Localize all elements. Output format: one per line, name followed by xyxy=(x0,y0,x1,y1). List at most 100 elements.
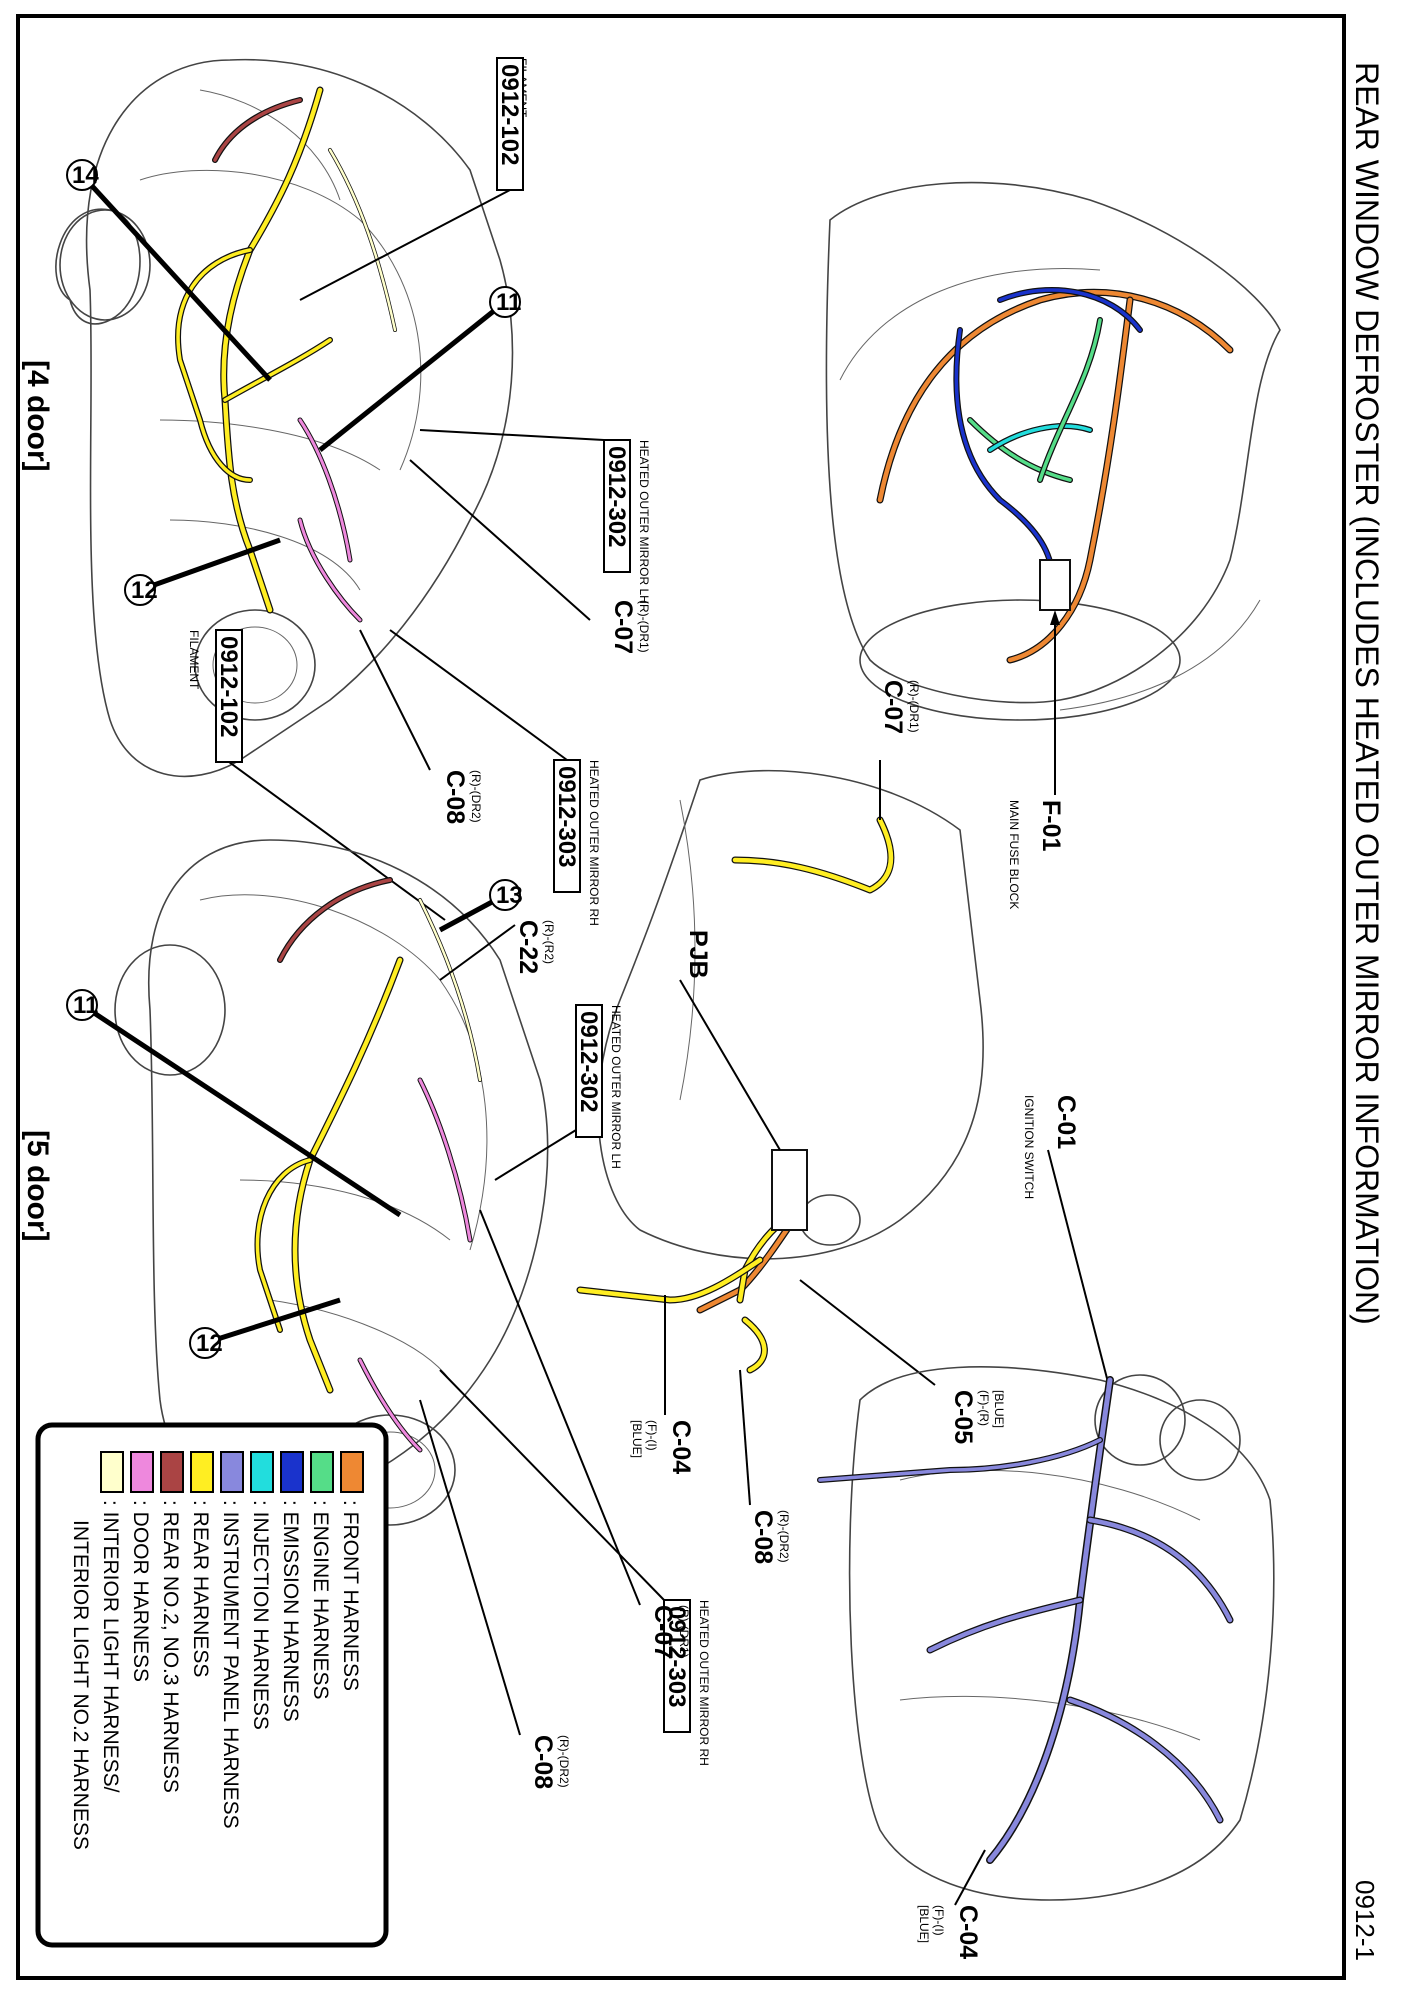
rear-harness-5door xyxy=(254,877,482,1453)
ground-point-13: 13 xyxy=(438,879,523,933)
callout-5d-mirror-rh: HEATED OUTER MIRROR RH 0912-303 xyxy=(439,1369,711,1766)
connector-c04-right: C-04 (F)-(I) [BLUE] xyxy=(917,1849,986,1959)
legend-label: : FRONT HARNESS xyxy=(339,1500,362,1691)
connector-c01: C-01 IGNITION SWITCH xyxy=(1022,1095,1111,1391)
svg-text:HEATED OUTER MIRROR RH: HEATED OUTER MIRROR RH xyxy=(587,760,601,926)
instrument-panel-harness xyxy=(817,1376,1234,1864)
svg-text:C-08: C-08 xyxy=(749,1510,777,1564)
legend-swatch xyxy=(340,1451,364,1493)
svg-text:FILAMENT: FILAMENT xyxy=(187,630,201,690)
harness-color-legend: : FRONT HARNESS : ENGINE HARNESS : EMISSIO… xyxy=(35,1422,389,1948)
svg-text:13: 13 xyxy=(496,882,523,909)
svg-text:0912-302: 0912-302 xyxy=(603,446,630,547)
svg-text:0912-303: 0912-303 xyxy=(553,766,580,867)
callout-4d-mirror-lh: HEATED OUTER MIRROR LH 0912-302 xyxy=(419,429,651,604)
svg-text:12: 12 xyxy=(196,1330,223,1357)
car-5door xyxy=(114,839,549,1526)
svg-text:(F)-(R): (F)-(R) xyxy=(977,1390,991,1426)
connector-c22: (R)-(R2) C-22 xyxy=(439,920,556,981)
legend-swatch xyxy=(130,1451,154,1493)
view-label-4door: [4 door] xyxy=(21,360,54,472)
connector-c07-5door: (R)-(DR1) C-07 xyxy=(479,1209,691,1659)
svg-text:C-07: C-07 xyxy=(879,680,907,734)
svg-text:IGNITION SWITCH: IGNITION SWITCH xyxy=(1022,1095,1036,1199)
page-title: REAR WINDOW DEFROSTER (INCLUDES HEATED O… xyxy=(1349,62,1385,1325)
svg-text:12: 12 xyxy=(131,577,158,604)
svg-text:(R)-(DR2): (R)-(DR2) xyxy=(777,1510,791,1563)
svg-text:F-01: F-01 xyxy=(1037,800,1065,852)
svg-text:[BLUE]: [BLUE] xyxy=(917,1905,931,1943)
legend-swatch xyxy=(160,1451,184,1493)
legend-swatch xyxy=(310,1451,334,1493)
svg-text:C-22: C-22 xyxy=(514,920,542,974)
connector-c08-5door: (R)-(DR2) C-08 xyxy=(419,1399,571,1789)
svg-text:(R)-(DR1): (R)-(DR1) xyxy=(677,1605,691,1658)
svg-text:C-05: C-05 xyxy=(949,1390,977,1444)
connector-c08-4door: (R)-(DR2) C-08 xyxy=(359,629,483,824)
svg-text:C-01: C-01 xyxy=(1052,1095,1080,1149)
page-number: 0912-1 xyxy=(1350,1880,1380,1961)
svg-text:14: 14 xyxy=(72,162,99,189)
callout-4d-filament-top: FILAMENT 0912-102 xyxy=(299,57,529,301)
view-label-5door: [5 door] xyxy=(21,1130,54,1242)
connector-c04-mid: C-04 (F)-(I) [BLUE] xyxy=(630,1295,695,1474)
ground-point-12-5door: 12 xyxy=(189,1297,341,1359)
svg-text:0912-102: 0912-102 xyxy=(215,636,242,737)
legend-label: : INJECTION HARNESS xyxy=(249,1500,272,1730)
legend-label: : REAR HARNESS xyxy=(189,1500,212,1677)
ground-point-14: 14 xyxy=(66,159,272,382)
callout-4d-mirror-rh: HEATED OUTER MIRROR RH 0912-303 xyxy=(389,629,601,926)
engine-bay xyxy=(825,181,1281,721)
legend-swatch xyxy=(220,1451,244,1493)
svg-text:HEATED OUTER MIRROR LH: HEATED OUTER MIRROR LH xyxy=(637,440,651,604)
svg-text:0912-303: 0912-303 xyxy=(663,1606,690,1707)
connector-pjb: PJB xyxy=(679,930,781,1151)
svg-text:(R)-(DR2): (R)-(DR2) xyxy=(469,770,483,823)
svg-text:PJB: PJB xyxy=(684,930,712,979)
svg-text:11: 11 xyxy=(73,992,98,1019)
rear-harness-4door xyxy=(175,86,397,623)
svg-text:(R)-(DR1): (R)-(DR1) xyxy=(637,600,651,653)
connector-f01: F-01 MAIN FUSE BLOCK xyxy=(1007,610,1065,909)
legend-label: : ENGINE HARNESS xyxy=(309,1500,332,1700)
legend-label: : REAR NO.2, NO.3 HARNESS xyxy=(159,1500,182,1793)
callout-4d-filament-bottom: FILAMENT 0912-102 xyxy=(187,629,446,921)
svg-text:(R)-(DR1): (R)-(DR1) xyxy=(907,680,921,733)
svg-text:11: 11 xyxy=(496,289,521,316)
legend-label: : INTERIOR LIGHT HARNESS/ xyxy=(99,1500,122,1793)
svg-text:C-04: C-04 xyxy=(667,1420,695,1474)
connector-c08-mid: (R)-(DR2) C-08 xyxy=(739,1369,791,1564)
svg-text:[BLUE]: [BLUE] xyxy=(630,1420,644,1458)
middle-harnesses xyxy=(576,816,895,1374)
svg-text:(F)-(I): (F)-(I) xyxy=(932,1905,946,1936)
legend-swatch xyxy=(280,1451,304,1493)
legend-swatch xyxy=(250,1451,274,1493)
connector-c07-4door: (R)-(DR1) C-07 xyxy=(409,459,651,654)
engine-harnesses xyxy=(876,287,1234,664)
legend-label: : EMISSION HARNESS xyxy=(279,1500,302,1722)
legend-swatch xyxy=(190,1451,214,1493)
svg-text:0912-302: 0912-302 xyxy=(575,1011,602,1112)
svg-text:C-04: C-04 xyxy=(954,1905,982,1959)
page-frame xyxy=(16,14,1346,1980)
svg-text:C-08: C-08 xyxy=(529,1735,557,1789)
svg-text:HEATED OUTER MIRROR RH: HEATED OUTER MIRROR RH xyxy=(697,1600,711,1766)
ground-point-11-5door: 11 xyxy=(66,989,402,1218)
svg-text:[BLUE]: [BLUE] xyxy=(992,1390,1006,1428)
ground-point-11-4door: 11 xyxy=(318,286,521,452)
callout-5d-mirror-lh: HEATED OUTER MIRROR LH 0912-302 xyxy=(494,1004,623,1181)
connector-c05: [BLUE] (F)-(R) C-05 xyxy=(799,1279,1006,1444)
svg-text:C-07: C-07 xyxy=(609,600,637,654)
svg-text:(F)-(I): (F)-(I) xyxy=(645,1420,659,1451)
svg-text:C-07: C-07 xyxy=(649,1605,677,1659)
svg-text:(R)-(DR2): (R)-(DR2) xyxy=(557,1735,571,1788)
connector-c07-mid: (R)-(DR1) C-07 xyxy=(879,680,921,820)
legend-label: : DOOR HARNESS xyxy=(129,1500,152,1682)
instrument-panel xyxy=(848,1366,1275,1901)
legend-label: : INSTRUMENT PANEL HARNESS xyxy=(219,1500,242,1829)
ground-point-12-4door: 12 xyxy=(124,537,281,606)
svg-text:(R)-(R2): (R)-(R2) xyxy=(542,920,556,964)
svg-text:0912-102: 0912-102 xyxy=(496,64,523,165)
car-4door xyxy=(55,58,514,778)
